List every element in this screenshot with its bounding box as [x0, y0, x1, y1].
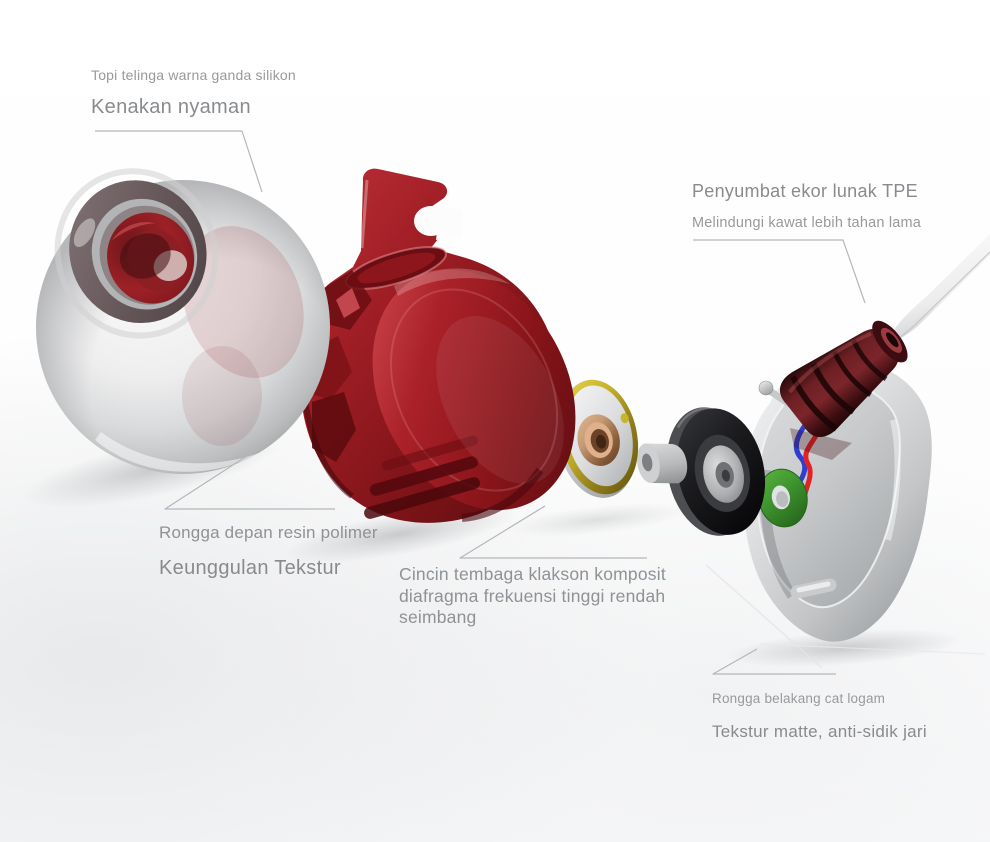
ear-tip-subtitle: Topi telinga warna ganda silikon: [91, 67, 296, 83]
leader-driver-ring: [459, 505, 647, 559]
front-cavity-illustration: [287, 168, 576, 523]
strain-relief-subtitle: Melindungi kawat lebih tahan lama: [692, 215, 922, 231]
wire-blue: [793, 421, 809, 487]
label-driver-ring: Cincin tembaga klakson komposit diafragm…: [399, 564, 701, 629]
label-ear-tip: Topi telinga warna ganda silikon Kenakan…: [91, 66, 296, 119]
wire-red: [801, 427, 822, 501]
label-back-cavity: Rongga belakang cat logam Tekstur matte,…: [712, 690, 927, 742]
leader-back-cavity: [712, 648, 836, 675]
strain-relief-illustration: [779, 320, 908, 460]
leader-lines: [95, 130, 866, 675]
shell-port: [790, 578, 837, 599]
leader-front-cavity: [164, 440, 335, 510]
back-cavity-subtitle: Rongga belakang cat logam: [712, 691, 886, 706]
ear-tip-illustration: [36, 168, 330, 474]
front-cavity-title: Keunggulan Tekstur: [159, 557, 341, 579]
pcb-ring: [758, 468, 808, 528]
back-cavity-title: Tekstur matte, anti-sidik jari: [712, 722, 927, 741]
magnet-illustration: [636, 443, 688, 484]
driver-diaphragm-illustration: [556, 379, 639, 498]
front-cavity-subtitle: Rongga depan resin polimer: [159, 523, 378, 542]
label-strain-relief: Penyumbat ekor lunak TPE Melindungi kawa…: [692, 180, 921, 232]
rear-driver-illustration: [666, 406, 766, 536]
back-shell-illustration: [743, 361, 932, 642]
strain-relief-title: Penyumbat ekor lunak TPE: [692, 181, 918, 201]
leader-ear-tip: [95, 130, 263, 193]
ear-tip-title: Kenakan nyaman: [91, 96, 251, 118]
label-front-cavity: Rongga depan resin polimer Keunggulan Te…: [159, 522, 378, 580]
leader-strain-relief: [693, 239, 866, 304]
cable-illustration: [889, 234, 990, 343]
driver-ring-text: Cincin tembaga klakson komposit diafragm…: [399, 564, 666, 627]
